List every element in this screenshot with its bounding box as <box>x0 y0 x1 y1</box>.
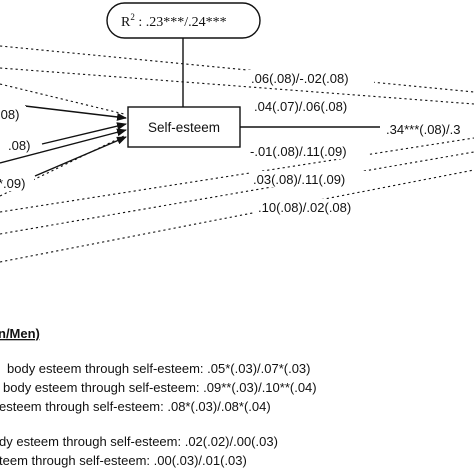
notes-line-4: dy esteem through self-esteem: .02(.02)/… <box>0 434 278 449</box>
notes-line-1: body esteem through self-esteem: .05*(.0… <box>7 361 311 376</box>
self-esteem-label: Self-esteem <box>148 120 220 135</box>
path-line-right-5 <box>0 169 474 263</box>
path-arrow-1 <box>24 105 127 121</box>
outcome-path-coef: .34***(.08)/.3 <box>386 122 460 137</box>
path-arrow-4 <box>34 136 127 177</box>
right-path-coef-4: .03(.08)/.11(.09) <box>253 172 345 187</box>
right-path-coef-5: .10(.08)/.02(.08) <box>258 200 351 215</box>
notes-line-5: teem through self-esteem: .00(.03)/.01(.… <box>0 453 247 468</box>
path-line-right-2 <box>0 67 474 105</box>
self-esteem-node <box>127 106 241 148</box>
path-arrow-2 <box>41 122 127 145</box>
path-line-dotted-1 <box>0 83 125 115</box>
notes-heading: n/Men) <box>0 326 40 341</box>
path-line-right-4 <box>0 151 474 235</box>
right-path-coef-2: .04(.07)/.06(.08) <box>254 99 347 114</box>
right-path-coef-3: -.01(.08)/.11(.09) <box>250 144 347 159</box>
notes-line-2: body esteem through self-esteem: .09**(.… <box>3 380 317 395</box>
r2-label: R2 : .23***/.24*** <box>121 12 227 30</box>
left-path-coef-1: .08) <box>0 107 19 122</box>
path-arrow-3 <box>0 128 127 164</box>
notes-line-3: esteem through self-esteem: .08*(.03)/.0… <box>0 399 271 414</box>
r2-node <box>106 2 261 39</box>
path-line-right-1 <box>0 45 474 93</box>
right-path-coef-1: .06(.08)/-.02(.08) <box>251 71 349 86</box>
left-path-coef-3: *.09) <box>0 176 25 191</box>
left-path-coef-2: .08) <box>8 138 30 153</box>
path-line-right-3 <box>0 137 474 213</box>
